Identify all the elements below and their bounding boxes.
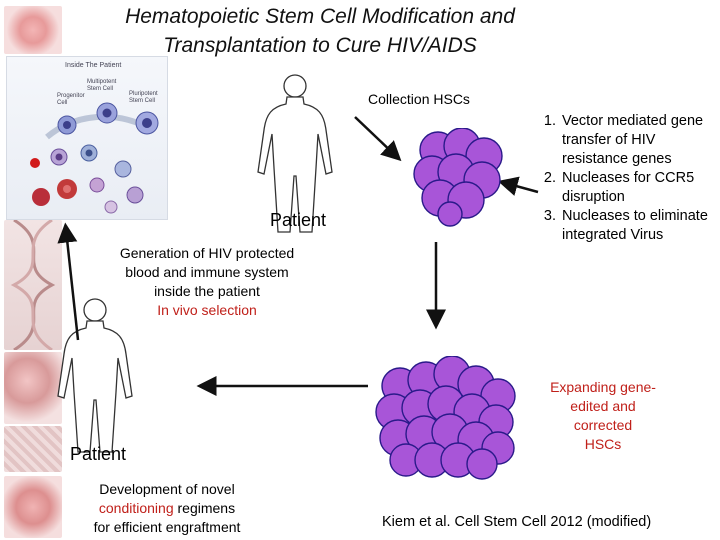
collection-hscs-label: Collection HSCs <box>368 91 470 107</box>
hsc-cluster-small-icon <box>413 128 503 227</box>
in-vivo-selection-label: In vivo selection <box>157 302 257 318</box>
generation-line: Generation of HIV protected <box>119 245 295 261</box>
step-item: Vector mediated gene transfer of HIV res… <box>560 112 720 169</box>
modification-steps-list: Vector mediated gene transfer of HIV res… <box>530 112 720 245</box>
development-line: for efficient engraftment <box>93 519 241 535</box>
patient-bottom-label: Patient <box>70 444 127 464</box>
development-line: conditioning regimens <box>62 499 272 518</box>
citation-label: Kiem et al. Cell Stem Cell 2012 (modifie… <box>382 514 652 530</box>
virus-tile-top <box>4 6 62 54</box>
inset-cells-graphic <box>30 102 159 214</box>
hsc-cluster-large-icon <box>375 356 516 480</box>
stem-cell-inset-image: Inside The Patient Multipotent Stem Cell… <box>6 56 168 220</box>
generation-line: inside the patient <box>154 283 260 299</box>
arrow-to-collection <box>354 116 402 162</box>
patient-figure-bottom-icon <box>57 298 133 453</box>
arrow-from-steps <box>497 176 539 196</box>
expanding-line: corrected <box>573 417 633 433</box>
virus-tile-bottom <box>4 476 62 538</box>
mesh-tile <box>4 426 62 472</box>
expanding-line: HSCs <box>584 436 622 452</box>
inset-header: Inside The Patient <box>65 62 122 69</box>
inset-pluripotent-label: Pluripotent Stem Cell <box>129 91 158 104</box>
virus-tile-middle <box>4 352 62 424</box>
patient-figure-top-icon <box>257 74 333 233</box>
inset-progenitor-label: Progenitor Cell <box>57 93 85 106</box>
expanding-line: edited and <box>570 398 636 414</box>
arrow-up-to-top <box>57 222 80 341</box>
patient-top-label: Patient <box>270 210 327 230</box>
regimens-word: regimens <box>173 500 236 516</box>
step-item: Nucleases to eliminate integrated Virus <box>560 207 720 245</box>
dna-tile <box>4 218 62 352</box>
dna-helix-icon <box>10 218 56 352</box>
expanding-hscs-text-block: Expanding gene- edited and corrected HSC… <box>528 378 678 454</box>
development-line: Development of novel <box>99 481 235 497</box>
page-title: Hematopoietic Stem Cell Modification and… <box>60 2 580 60</box>
title-text: Hematopoietic Stem Cell Modification and… <box>125 5 515 57</box>
expanding-line: Expanding gene- <box>550 379 656 395</box>
generation-text-block: Generation of HIV protected blood and im… <box>92 244 322 320</box>
conditioning-word: conditioning <box>98 500 174 516</box>
inset-multipotent-label: Multipotent Stem Cell <box>87 79 117 92</box>
generation-line: blood and immune system <box>125 264 289 280</box>
development-text-block: Development of novel conditioning regime… <box>62 480 272 537</box>
step-item: Nucleases for CCR5 disruption <box>560 169 720 207</box>
